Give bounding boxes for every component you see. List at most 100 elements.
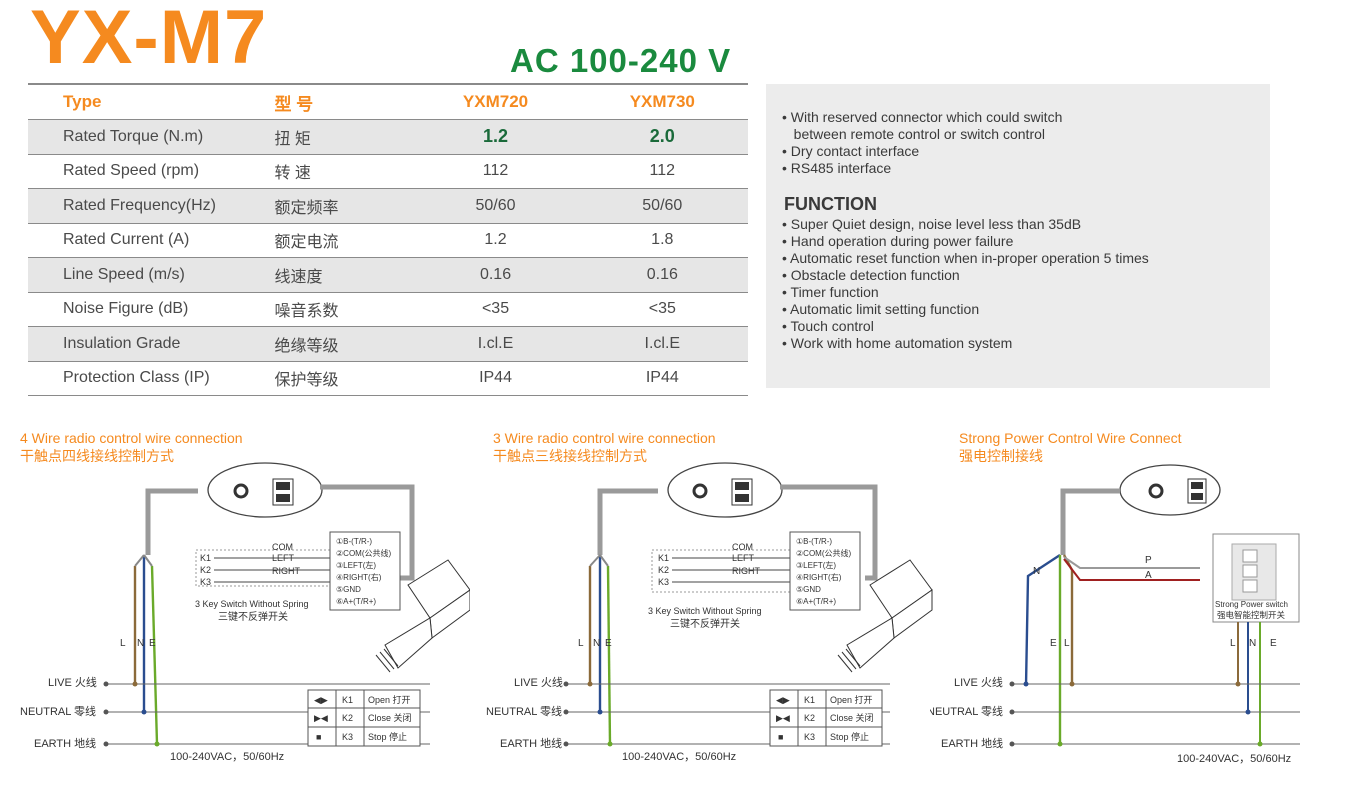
switch-box: COM LEFT RIGHT K1 K2 K3 3 Key Switch Wit… xyxy=(648,542,791,630)
pin-3: ③LEFT(左) xyxy=(336,560,376,570)
pin-list: ①B-(T/R-) ②COM(公共线) ③LEFT(左) ④RIGHT(右) ⑤… xyxy=(329,531,401,611)
earth-label: EARTH 地线 xyxy=(941,736,1003,750)
label-n: N xyxy=(137,638,144,649)
table-row: Rated Torque (N.m) 扭 矩 1.2 2.0 xyxy=(28,119,748,155)
table-row: Insulation Grade 绝缘等级 I.cl.E I.cl.E xyxy=(28,326,748,362)
stop-symbol-icon: ■ xyxy=(316,732,321,742)
diagram-1-title: 4 Wire radio control wire connection 干触点… xyxy=(20,429,243,465)
row-label: Rated Current (A) xyxy=(28,223,275,258)
row-value-m1: I.cl.E xyxy=(414,326,577,362)
label-n: N xyxy=(593,638,600,649)
switch-label-e: E xyxy=(1270,638,1277,649)
list-item: between remote control or switch control xyxy=(782,126,1046,142)
interface-list: • With reserved connector which could sw… xyxy=(782,109,1062,177)
diagram-1-title-cn: 干触点四线接线控制方式 xyxy=(20,448,174,464)
live-label: LIVE 火线 xyxy=(514,675,563,689)
table-row: Rated Speed (rpm) 转 速 112 112 xyxy=(28,154,748,189)
legend-key: K3 xyxy=(804,732,815,742)
pin-2: ②COM(公共线) xyxy=(796,548,851,558)
supply-label: 100-240VAC，50/60Hz xyxy=(1177,753,1291,765)
row-value-m1: 0.16 xyxy=(414,257,577,293)
list-item: • Super Quiet design, noise level less t… xyxy=(782,216,1082,232)
row-label-cn: 转 速 xyxy=(274,154,415,189)
wiring-diagram-2: L N E LIVE 火线 NEUTRAL 零线 EARTH 地线 100-24… xyxy=(486,462,933,763)
label-e: E xyxy=(149,638,156,649)
function-list: • Super Quiet design, noise level less t… xyxy=(782,216,1149,352)
pin-2: ②COM(公共线) xyxy=(336,548,391,558)
voltage-rating: AC 100-240 V xyxy=(510,42,732,79)
earth-label: EARTH 地线 xyxy=(34,736,96,750)
neutral-label: NEUTRAL 零线 xyxy=(930,704,1003,718)
row-value-m2: 50/60 xyxy=(576,188,748,224)
table-row: Noise Figure (dB) 噪音系数 <35 <35 xyxy=(28,292,748,327)
row-value-m2: I.cl.E xyxy=(576,326,748,362)
live-wire xyxy=(1062,554,1074,684)
k2-label: K2 xyxy=(200,565,211,575)
row-value-m2: <35 xyxy=(576,292,748,327)
header-type: Type xyxy=(28,83,275,120)
motor-head-icon xyxy=(207,462,323,518)
switch-label-l: L xyxy=(1230,638,1236,649)
row-label-cn: 线速度 xyxy=(274,257,415,293)
row-value-m1: 1.2 xyxy=(414,119,577,155)
list-item: • Timer function xyxy=(782,284,879,300)
legend-action: Open 打开 xyxy=(830,694,873,705)
earth-wire xyxy=(606,565,612,745)
diagram-3-title-en: Strong Power Control Wire Connect xyxy=(959,430,1182,446)
label-a: A xyxy=(1145,570,1152,581)
pin-list: ①B-(T/R-) ②COM(公共线) ③LEFT(左) ④RIGHT(右) ⑤… xyxy=(789,531,861,611)
row-label: Rated Speed (rpm) xyxy=(28,154,275,189)
key-legend: ◀▶ K1 Open 打开 ▶◀ K2 Close 关闭 ■ K3 Stop 停… xyxy=(769,689,883,747)
motor-head-icon xyxy=(667,462,783,518)
diagram-3-title: Strong Power Control Wire Connect 强电控制接线 xyxy=(959,429,1182,465)
row-value-m1: IP44 xyxy=(414,361,577,396)
a-wire xyxy=(1063,558,1200,581)
list-item: • Automatic reset function when in-prope… xyxy=(782,250,1149,266)
strong-power-switch: Strong Power switch 强电智能控制开关 xyxy=(1212,533,1300,623)
legend-key: K1 xyxy=(804,695,815,705)
table-row: Line Speed (m/s) 线速度 0.16 0.16 xyxy=(28,257,748,293)
pin-4: ④RIGHT(右) xyxy=(336,572,382,582)
row-label-cn: 绝缘等级 xyxy=(274,326,415,362)
list-item: • With reserved connector which could sw… xyxy=(782,109,1063,125)
row-label: Protection Class (IP) xyxy=(28,361,275,396)
list-item: • Automatic limit setting function xyxy=(782,301,980,317)
label-e: E xyxy=(605,638,612,649)
stop-symbol-icon: ■ xyxy=(778,732,783,742)
label-n: N xyxy=(1033,566,1040,577)
switch-caption-en: 3 Key Switch Without Spring xyxy=(648,606,762,616)
spec-table: Type 型 号 YXM720 YXM730 Rated Torque (N.m… xyxy=(28,83,748,396)
diagram-2-title: 3 Wire radio control wire connection 干触点… xyxy=(493,429,716,465)
earth-label: EARTH 地线 xyxy=(500,736,562,750)
supply-label: 100-240VAC，50/60Hz xyxy=(622,751,736,763)
legend-action: Open 打开 xyxy=(368,694,411,705)
legend-action: Close 关闭 xyxy=(368,712,412,723)
key-legend: ◀▶ K1 Open 打开 ▶◀ K2 Close 关闭 ■ K3 Stop 停… xyxy=(307,689,421,747)
com-label: COM xyxy=(732,542,753,552)
legend-action: Stop 停止 xyxy=(368,731,407,742)
label-l: L xyxy=(120,638,126,649)
row-label-cn: 保护等级 xyxy=(274,361,415,396)
diagram-2-title-cn: 干触点三线接线控制方式 xyxy=(493,448,647,464)
rj-connector-icon xyxy=(375,559,470,673)
switch-label-n: N xyxy=(1249,638,1256,649)
neutral-label: NEUTRAL 零线 xyxy=(20,704,96,718)
table-row: Rated Frequency(Hz) 额定频率 50/60 50/60 xyxy=(28,188,748,224)
row-label-cn: 额定频率 xyxy=(274,188,415,224)
row-value-m2: 2.0 xyxy=(576,119,748,155)
table-row: Rated Current (A) 额定电流 1.2 1.8 xyxy=(28,223,748,258)
row-label-cn: 扭 矩 xyxy=(274,119,415,155)
legend-key: K1 xyxy=(342,695,353,705)
legend-key: K2 xyxy=(342,713,353,723)
row-value-m2: IP44 xyxy=(576,361,748,396)
header-type-cn: 型 号 xyxy=(274,83,415,120)
list-item: • Dry contact interface xyxy=(782,143,920,159)
switch-box: COM LEFT RIGHT K1 K2 K3 3 Key Switch Wit… xyxy=(195,542,333,623)
diagram-3-title-cn: 强电控制接线 xyxy=(959,448,1043,464)
k3-label: K3 xyxy=(658,577,669,587)
close-symbol-icon: ▶◀ xyxy=(776,713,790,723)
row-value-m1: 1.2 xyxy=(414,223,577,258)
legend-action: Close 关闭 xyxy=(830,712,874,723)
motor-head-icon xyxy=(1119,464,1221,516)
switch-caption-en: Strong Power switch xyxy=(1215,600,1288,609)
